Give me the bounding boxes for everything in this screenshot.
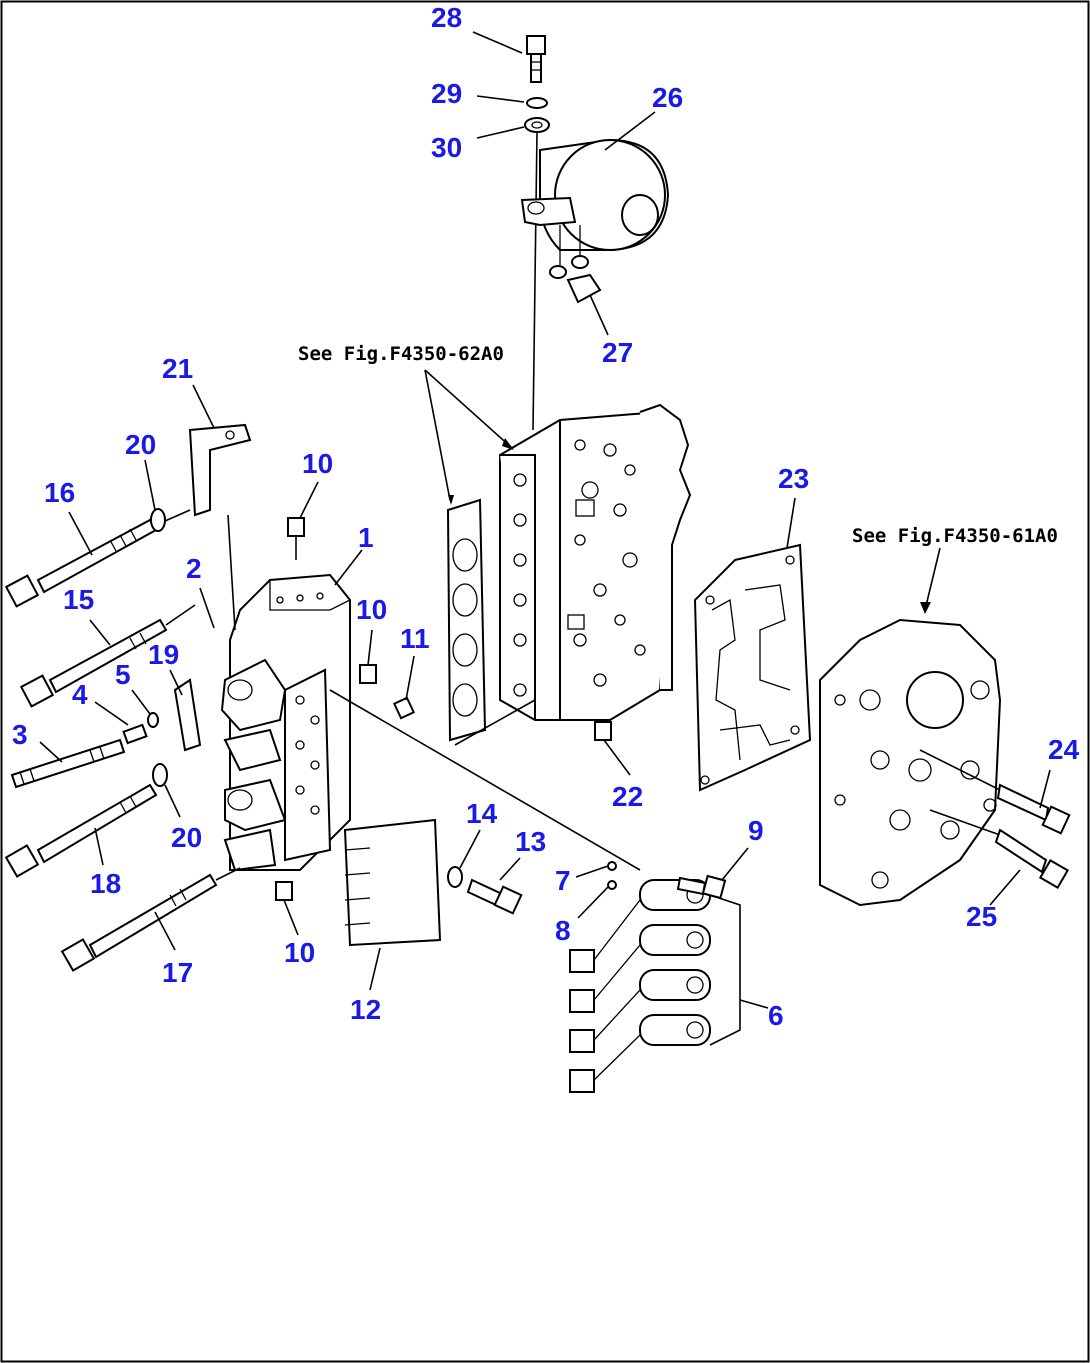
- callout-labels: 28 29 30 26 27 21 20 16 10 1 2 15 10 11 …: [12, 2, 1080, 1031]
- callout-29: 29: [431, 78, 462, 109]
- callout-5: 5: [115, 659, 131, 690]
- part-12-cover: [343, 818, 442, 947]
- part-10-plug-mid: [359, 664, 377, 684]
- part-5-oring: [147, 712, 159, 728]
- part-13-bolt: [466, 878, 523, 915]
- part-22-plug: [594, 721, 612, 741]
- callout-24: 24: [1048, 734, 1080, 765]
- right-housing: [819, 618, 1002, 907]
- part-20-washer-top: [150, 508, 166, 532]
- callout-14: 14: [466, 798, 498, 829]
- callout-19: 19: [148, 639, 179, 670]
- part-11-plug: [392, 696, 416, 720]
- callout-17: 17: [162, 957, 193, 988]
- callout-10-mid: 10: [356, 594, 387, 625]
- part-26-solenoid: [520, 138, 670, 304]
- leader-lines: [39, 31, 1051, 1009]
- callout-18: 18: [90, 868, 121, 899]
- part-28-bolt: [526, 35, 546, 83]
- callout-10-top: 10: [302, 448, 333, 479]
- callout-16: 16: [44, 477, 75, 508]
- callout-23: 23: [778, 463, 809, 494]
- callout-1: 1: [358, 522, 374, 553]
- callout-15: 15: [63, 584, 94, 615]
- callout-11: 11: [400, 623, 430, 654]
- part-30-washer: [524, 117, 550, 133]
- callout-25: 25: [966, 901, 997, 932]
- part-9-bolt: [676, 874, 727, 900]
- axis-line-26: [532, 131, 538, 431]
- part-4-plug: [122, 723, 148, 745]
- callout-26: 26: [652, 82, 683, 113]
- callout-6: 6: [768, 1000, 784, 1031]
- part-3-spring: [10, 738, 126, 789]
- callout-10-bottom: 10: [284, 937, 315, 968]
- callout-13: 13: [515, 826, 546, 857]
- axis-line-13: [329, 689, 641, 871]
- callout-27: 27: [602, 337, 633, 368]
- gasket-left: [446, 498, 487, 742]
- part-14-washer: [447, 866, 463, 888]
- main-valve-body: [499, 403, 692, 721]
- callout-8: 8: [555, 915, 571, 946]
- part-23-plate: [693, 543, 812, 792]
- callout-22: 22: [612, 781, 643, 812]
- part-24-bolt: [919, 749, 1071, 835]
- part-25-bolt: [929, 809, 1070, 890]
- part-17-bolt: [60, 867, 241, 972]
- callout-2: 2: [186, 553, 202, 584]
- part-10-plug-top: [287, 517, 305, 560]
- part-21-bracket: [188, 423, 252, 631]
- part-20-washer-bottom: [152, 763, 168, 787]
- callout-7: 7: [555, 865, 571, 896]
- callout-20-bottom: 20: [171, 822, 202, 853]
- part-29-lock-washer: [526, 97, 548, 109]
- callout-20-top: 20: [125, 429, 156, 460]
- callout-12: 12: [350, 994, 381, 1025]
- part-1-valve-body: [220, 573, 351, 872]
- part-6-solenoid-stack: [569, 879, 741, 1093]
- part-10-plug-bottom: [275, 881, 293, 901]
- part-18-bolt: [4, 783, 158, 878]
- part-7-8-pins: [607, 861, 617, 890]
- part-19-plate: [173, 678, 202, 752]
- part-15-bolt: [19, 604, 196, 708]
- callout-21: 21: [162, 353, 193, 384]
- callout-28: 28: [431, 2, 462, 33]
- callout-3: 3: [12, 719, 28, 750]
- reference-note-62a0: See Fig.F4350-62A0: [298, 343, 504, 365]
- reference-note-61a0: See Fig.F4350-61A0: [852, 525, 1058, 547]
- callout-9: 9: [748, 815, 764, 846]
- callout-4: 4: [72, 679, 88, 710]
- callout-30: 30: [431, 132, 462, 163]
